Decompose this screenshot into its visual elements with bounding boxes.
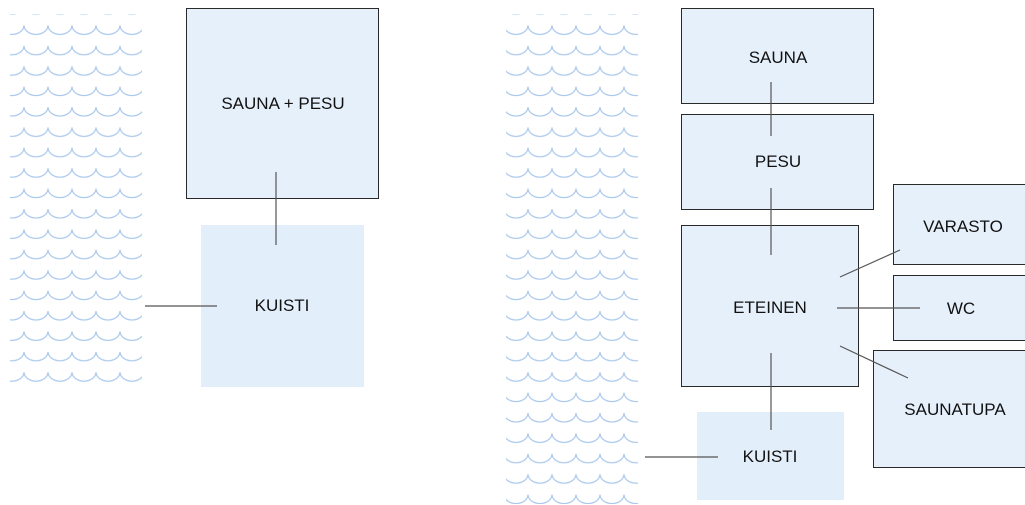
label-kuisti-b: KUISTI bbox=[742, 447, 798, 466]
room-sauna bbox=[681, 8, 874, 104]
label-kuisti-a: KUISTI bbox=[254, 296, 310, 315]
water-pattern-right-icon bbox=[506, 14, 638, 504]
label-saunatupa: SAUNATUPA bbox=[904, 400, 1006, 419]
label-wc: WC bbox=[946, 299, 976, 318]
room-eteinen bbox=[681, 225, 859, 387]
room-kuisti-a bbox=[201, 225, 364, 387]
label-eteinen: ETEINEN bbox=[733, 298, 807, 317]
room-sauna-pesu bbox=[186, 8, 379, 199]
label-sauna-pesu: SAUNA + PESU bbox=[221, 94, 345, 113]
room-varasto bbox=[893, 184, 1025, 265]
water-pattern-left-icon bbox=[10, 14, 142, 388]
room-pesu bbox=[681, 114, 874, 210]
label-pesu: PESU bbox=[754, 152, 802, 171]
label-varasto: VARASTO bbox=[923, 217, 1003, 236]
label-sauna: SAUNA bbox=[748, 48, 808, 67]
